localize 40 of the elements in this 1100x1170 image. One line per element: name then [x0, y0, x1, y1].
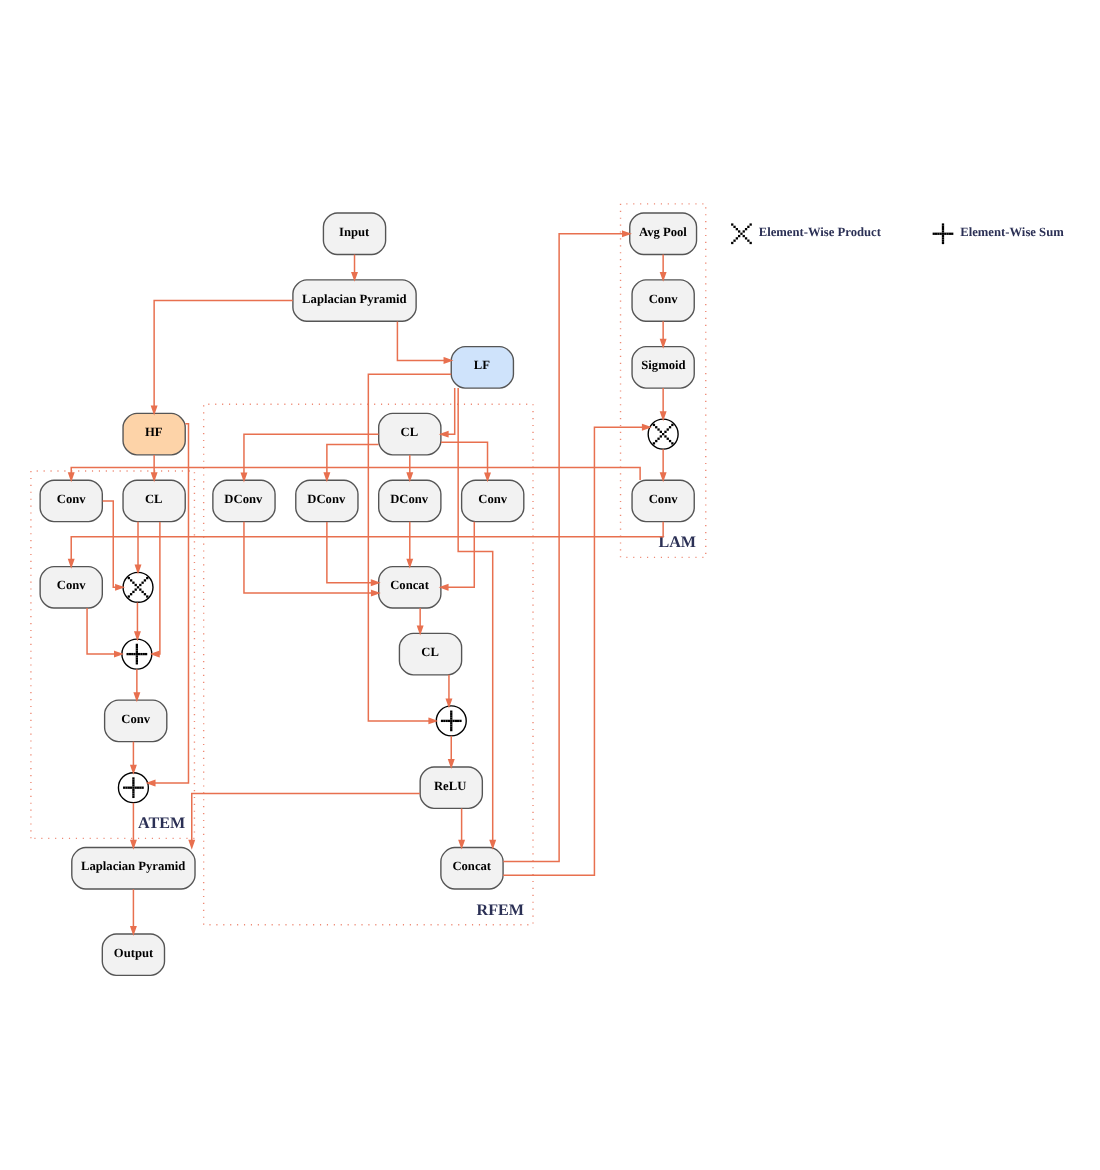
arrow	[438, 387, 456, 438]
arrow	[438, 521, 476, 591]
arrow	[133, 601, 141, 642]
node-circle	[122, 571, 154, 603]
arrow	[240, 433, 380, 483]
arrow	[659, 253, 667, 282]
node-circle	[117, 772, 150, 804]
node-circle	[121, 638, 153, 670]
arrow	[502, 423, 652, 876]
arrow	[150, 454, 158, 483]
arrow	[129, 802, 137, 850]
arrow	[659, 448, 667, 483]
arrow	[416, 607, 424, 636]
arrow	[101, 500, 126, 591]
arrow	[406, 521, 414, 569]
arrow	[502, 230, 632, 863]
arrow	[134, 521, 142, 575]
arrow	[67, 520, 664, 569]
arrow	[326, 521, 381, 587]
arrow	[67, 466, 641, 483]
arrow	[659, 387, 667, 422]
arrow	[406, 454, 414, 483]
node-circle	[435, 705, 467, 737]
arrow	[351, 253, 358, 282]
arrow	[458, 807, 466, 850]
arrow	[243, 521, 381, 597]
node-circle	[647, 418, 679, 450]
arrow	[86, 607, 124, 658]
arrow	[133, 668, 141, 703]
arrow	[150, 299, 294, 416]
arrow	[149, 521, 161, 658]
arrow	[323, 443, 380, 483]
arrow	[129, 740, 137, 775]
arrow	[396, 320, 454, 364]
arrow	[440, 441, 491, 483]
arrow	[447, 735, 455, 770]
arrow	[188, 792, 421, 850]
arrow	[129, 888, 137, 936]
arrow	[445, 674, 453, 709]
arrow	[659, 320, 667, 349]
